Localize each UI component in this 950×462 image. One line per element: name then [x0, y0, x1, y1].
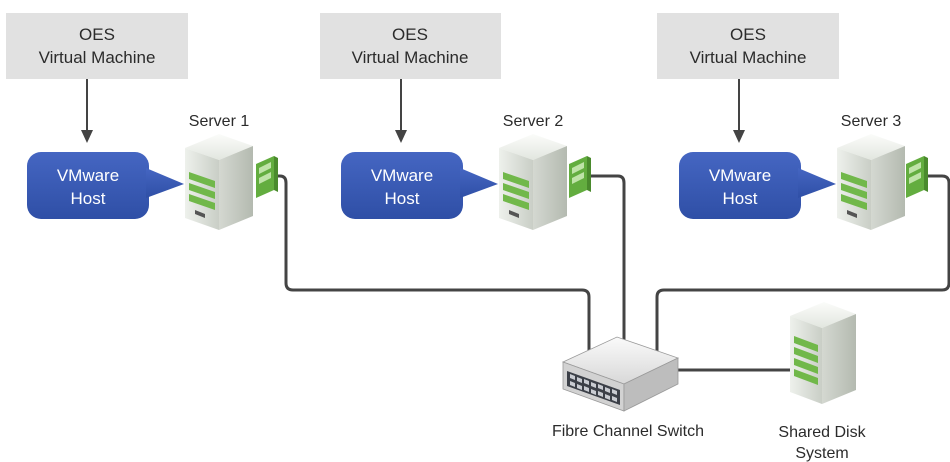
vmware-host-bubble: VMware Host: [27, 152, 184, 219]
server-tower-icon: [185, 134, 253, 230]
down-arrow: [395, 79, 407, 143]
cable-server1-to-switch: [271, 174, 591, 360]
switch-label: Fibre Channel Switch: [552, 423, 704, 440]
vm-subtitle: Virtual Machine: [39, 48, 156, 67]
vm-box-background: [320, 13, 501, 79]
vm-box: OES Virtual Machine: [320, 13, 501, 79]
host-title: VMware: [371, 166, 433, 185]
cables: [271, 174, 950, 372]
node-2: OES Virtual Machine VMware Host Server 2: [320, 13, 591, 230]
host-subtitle: Host: [385, 189, 420, 208]
cable-server3-to-switch: [655, 174, 950, 360]
node-3: OES Virtual Machine VMware Host Server 3: [657, 13, 928, 230]
vm-box-background: [657, 13, 839, 79]
server-tower-icon: [499, 134, 567, 230]
fibre-channel-card-icon: [906, 156, 928, 198]
down-arrow: [733, 79, 745, 143]
server-label: Server 3: [841, 113, 902, 130]
storage-label-line2: System: [795, 445, 848, 462]
host-subtitle: Host: [723, 189, 758, 208]
down-arrow: [81, 79, 93, 143]
vmware-host-bubble: VMware Host: [341, 152, 498, 219]
node-1: OES Virtual Machine VMware Host Server 1: [6, 13, 278, 230]
storage-label-line1: Shared Disk: [778, 424, 866, 441]
vm-box: OES Virtual Machine: [6, 13, 188, 79]
server-label: Server 2: [503, 113, 564, 130]
network-switch-icon: [561, 336, 680, 412]
vm-box: OES Virtual Machine: [657, 13, 839, 79]
fibre-channel-card-icon: [569, 156, 591, 198]
server-tower-icon: [837, 134, 905, 230]
fibre-channel-card-icon: [256, 156, 278, 198]
fibre-channel-switch: Fibre Channel Switch: [552, 336, 704, 440]
vmware-host-bubble: VMware Host: [679, 152, 836, 219]
vm-subtitle: Virtual Machine: [690, 48, 807, 67]
vm-title: OES: [392, 25, 428, 44]
vm-box-background: [6, 13, 188, 79]
vm-title: OES: [730, 25, 766, 44]
host-subtitle: Host: [71, 189, 106, 208]
server-label: Server 1: [189, 113, 250, 130]
host-title: VMware: [709, 166, 771, 185]
vm-title: OES: [79, 25, 115, 44]
switch-ports: [570, 374, 617, 402]
disk-array-icon: [790, 302, 856, 404]
host-title: VMware: [57, 166, 119, 185]
cable-server2-to-switch: [584, 174, 626, 360]
vm-subtitle: Virtual Machine: [352, 48, 469, 67]
shared-disk-system: Shared Disk System: [778, 302, 867, 462]
